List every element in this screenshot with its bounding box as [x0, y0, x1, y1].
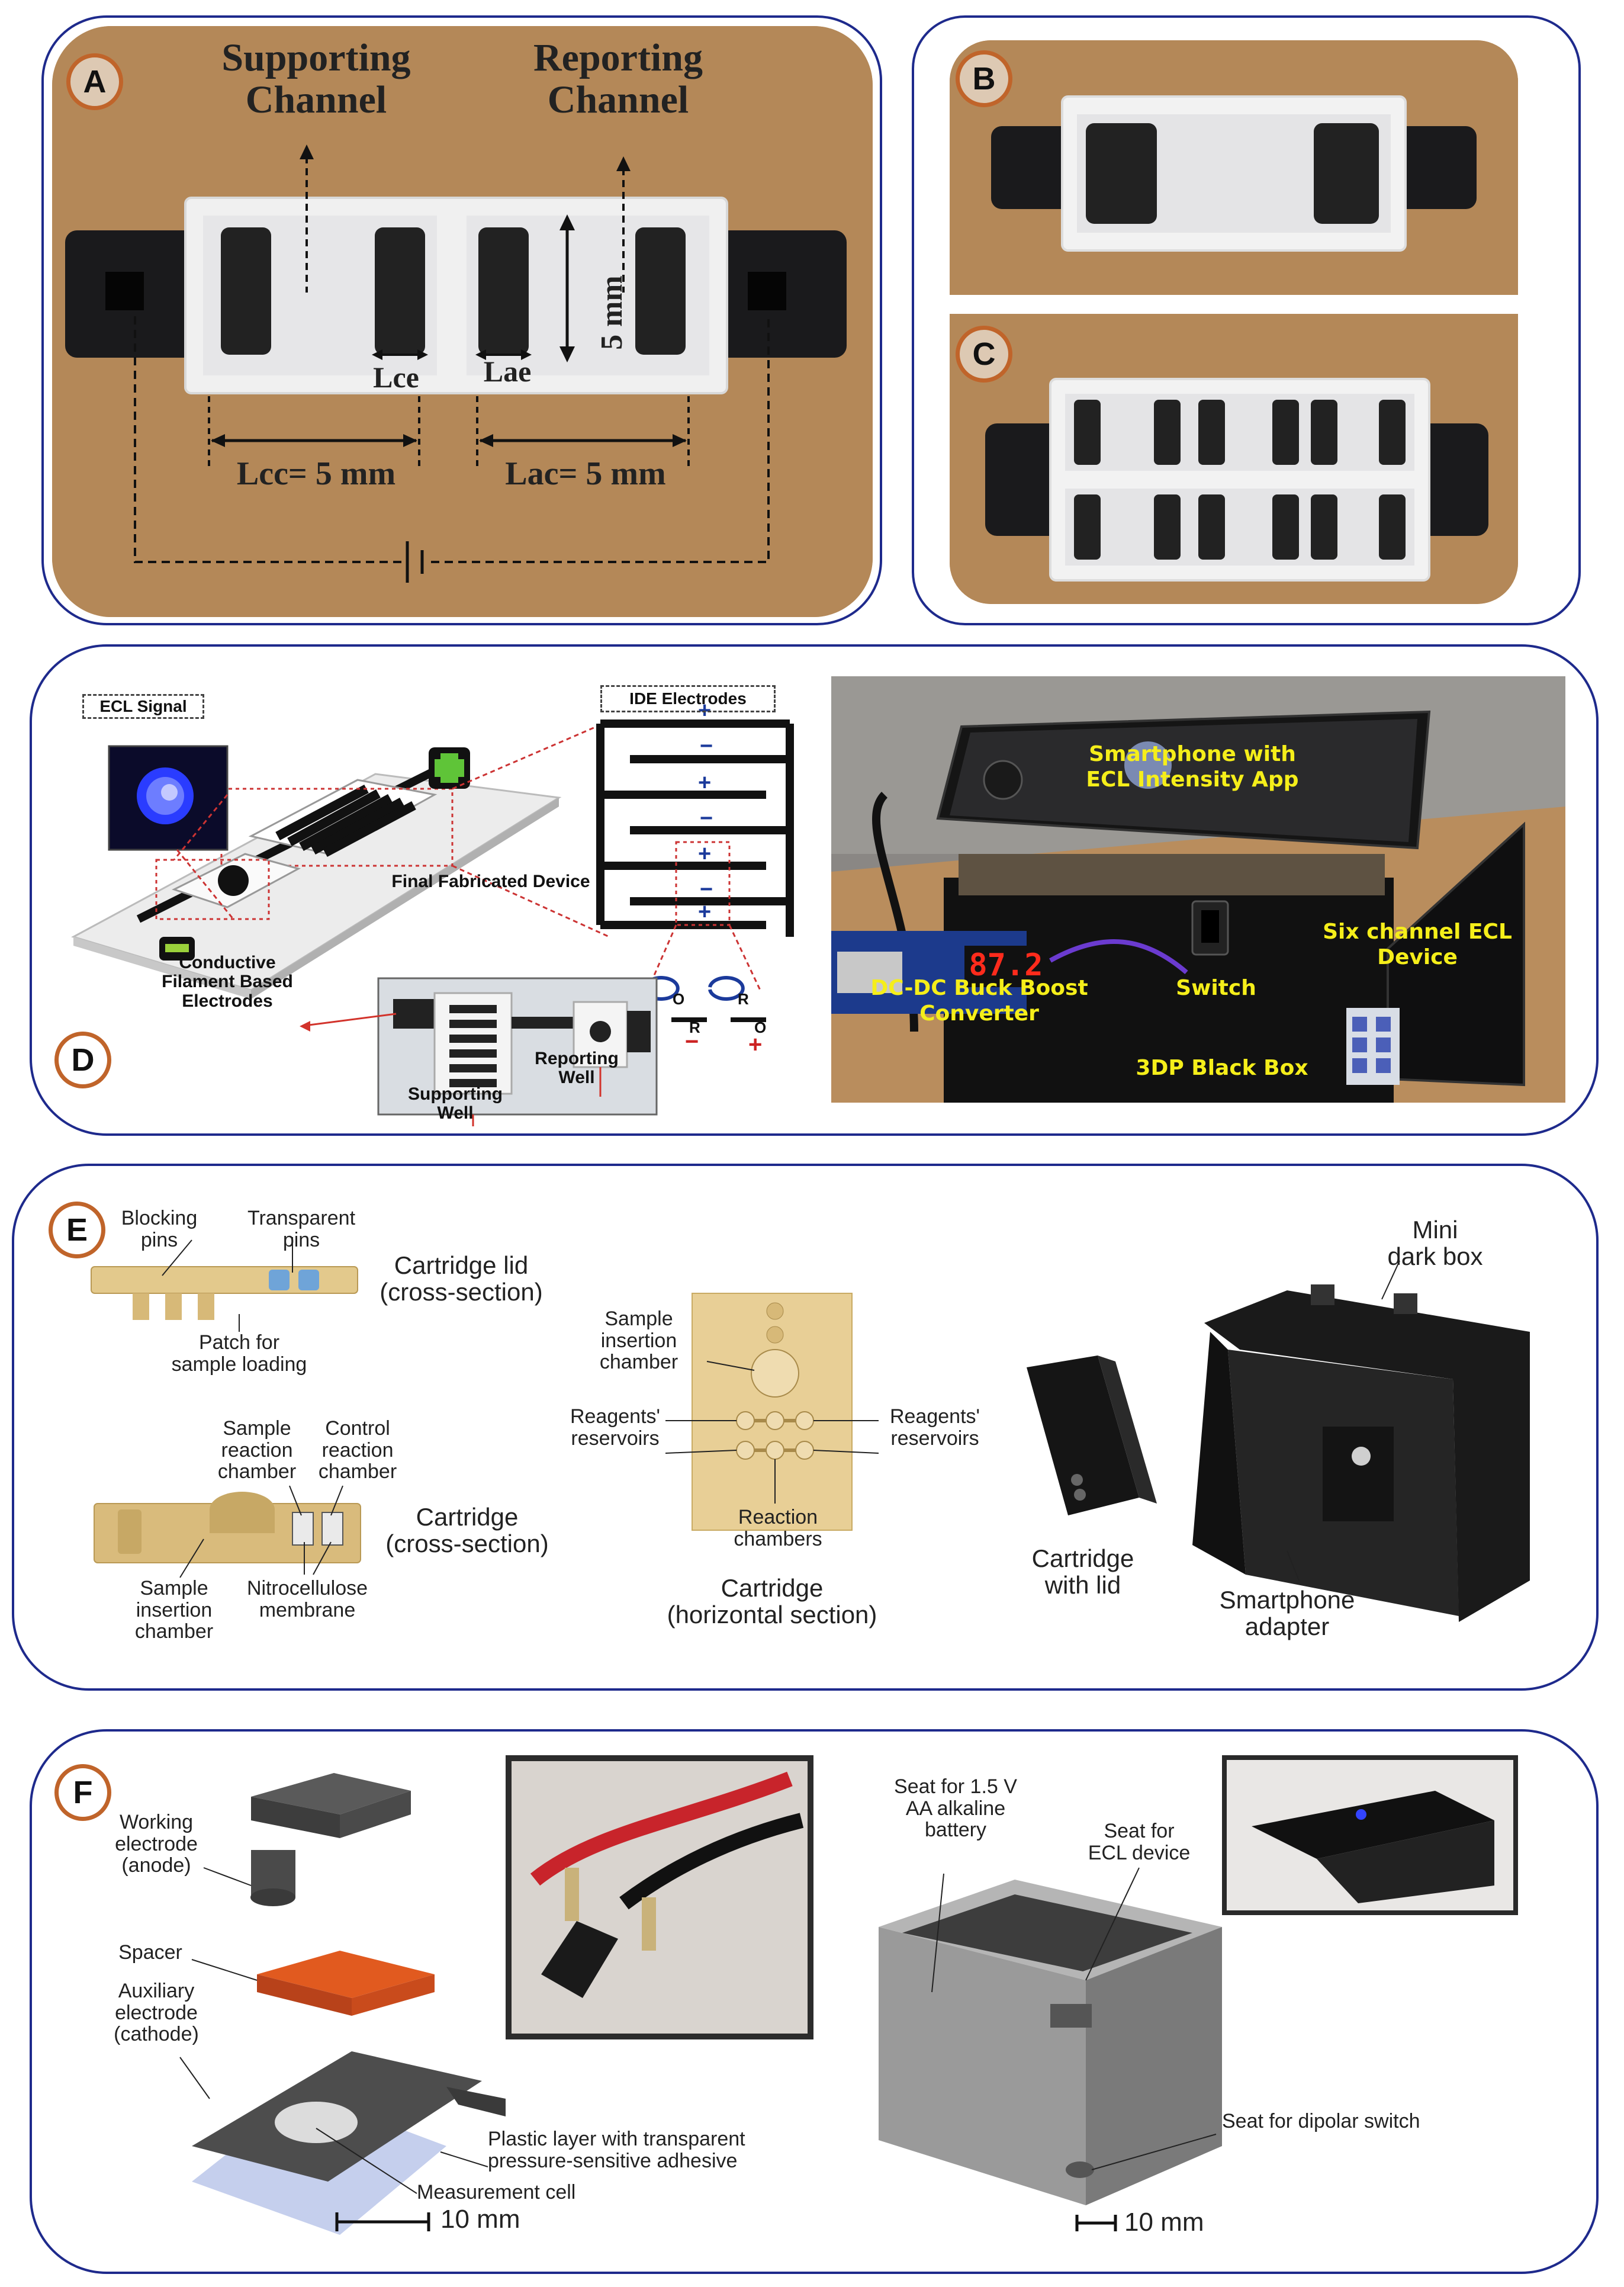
supporting-well-label: Supporting Well — [408, 1084, 503, 1123]
badge-b: B — [956, 50, 1012, 107]
badge-e: E — [49, 1202, 105, 1258]
lcc-label: Lcc= 5 mm — [236, 455, 396, 492]
switch-label: Switch — [1176, 976, 1256, 1000]
badge-a: A — [66, 53, 123, 110]
mini-dark-box-label: Mini dark box — [1387, 1216, 1483, 1271]
panel-a-photo-drawing — [52, 26, 873, 617]
patch-label: Patch for sample loading — [171, 1331, 307, 1376]
seat-battery-label: Seat for 1.5 V AA alkaline battery — [894, 1775, 1017, 1842]
or-left-r: R — [689, 1019, 700, 1036]
svg-text:−: − — [700, 877, 713, 902]
panel-c-photo-drawing — [950, 314, 1518, 604]
scale-right-label: 10 mm — [1124, 2208, 1204, 2237]
smartphone-label: Smartphone with ECL Intensity App — [1086, 742, 1299, 792]
smartphone-adapter-label: Smartphone adapter — [1219, 1586, 1355, 1641]
panel-b-photo-drawing — [950, 40, 1518, 295]
seat-switch-label: Seat for dipolar switch — [1222, 2110, 1420, 2132]
buck-display: 87.2 — [969, 947, 1043, 983]
measurement-cell-label: Measurement cell — [417, 2181, 576, 2204]
or-right-o: O — [754, 1019, 767, 1036]
svg-text:−: − — [700, 806, 713, 831]
conductive-electrodes-label: Conductive Filament Based Electrodes — [162, 953, 293, 1011]
transparent-pins-label: Transparent pins — [247, 1207, 356, 1251]
panel-f-drawings — [179, 1755, 1518, 2235]
setup-photo-drawing — [831, 676, 1565, 1103]
reagents-left-label: Reagents' reservoirs — [570, 1405, 661, 1450]
blocking-pins-label: Blocking pins — [121, 1207, 198, 1251]
panel-a-photo — [52, 26, 873, 617]
working-electrode-label: Working electrode (anode) — [115, 1811, 198, 1877]
seat-ecl-label: Seat for ECL device — [1088, 1820, 1191, 1864]
setup-photo: 87.2 Smartphone with ECL Intensity App D… — [831, 676, 1565, 1103]
buck-converter-label: DC-DC Buck Boost Converter — [870, 976, 1088, 1026]
svg-text:−: − — [685, 1029, 699, 1055]
six-channel-label: Six channel ECL Device — [1323, 920, 1512, 970]
cartridge-with-lid-label: Cartridge with lid — [1031, 1544, 1134, 1599]
or-left-o: O — [673, 990, 685, 1008]
panel-d: +− +− +− + +−+ — [30, 644, 1599, 1136]
panel-f: F Working electrode (anode) Spacer Auxil… — [30, 1729, 1599, 2274]
reporting-well-label: Reporting Well — [535, 1049, 619, 1088]
svg-text:−: − — [700, 734, 713, 759]
plastic-layer-label: Plastic layer with transparent pressure-… — [488, 2128, 745, 2172]
cartridge-cross-label: Cartridge (cross-section) — [385, 1503, 549, 1558]
height-5mm-label: 5 mm — [594, 275, 629, 350]
final-device-label: Final Fabricated Device — [391, 872, 590, 891]
panel-b-photo — [950, 40, 1518, 295]
panel-c-photo — [950, 314, 1518, 604]
black-box-label: 3DP Black Box — [1136, 1056, 1308, 1080]
cartridge-lid-label: Cartridge lid (cross-section) — [380, 1251, 543, 1306]
svg-text:+: + — [698, 900, 711, 924]
control-reaction-label: Control reaction chamber — [318, 1417, 397, 1483]
auxiliary-electrode-label: Auxiliary electrode (cathode) — [114, 1980, 199, 2046]
svg-text:+: + — [698, 841, 711, 866]
nitrocellulose-label: Nitrocellulose membrane — [246, 1577, 368, 1621]
cartridge-horizontal-label: Cartridge (horizontal section) — [667, 1574, 877, 1629]
supporting-channel-label: Supporting Channel — [221, 36, 411, 122]
panel-e: E Blocking pins Transparent pins Cartrid… — [12, 1164, 1599, 1691]
lce-label: Lce — [373, 361, 419, 394]
scale-left-label: 10 mm — [440, 2205, 520, 2234]
reporting-channel-label: Reporting Channel — [533, 36, 703, 122]
sample-insertion-bottom-label: Sample insertion chamber — [134, 1577, 214, 1643]
badge-c: C — [956, 326, 1012, 383]
ecl-device-schematic: +− +− +− + +−+ — [71, 698, 794, 1126]
spacer-label: Spacer — [118, 1941, 182, 1964]
panel-e-drawings — [91, 1237, 1530, 1622]
sample-insertion-label: Sample insertion chamber — [599, 1308, 678, 1374]
ide-electrodes-label: IDE Electrodes — [600, 685, 776, 712]
panel-bc: B C — [912, 15, 1581, 625]
badge-f: F — [54, 1764, 111, 1821]
svg-text:+: + — [698, 770, 711, 795]
or-right-r: R — [738, 990, 749, 1008]
svg-text:+: + — [748, 1032, 762, 1058]
reagents-right-label: Reagents' reservoirs — [889, 1405, 980, 1450]
panel-a: A Supporting Channel Reporting Channel 5… — [41, 15, 882, 625]
lac-label: Lac= 5 mm — [505, 455, 666, 492]
sample-reaction-label: Sample reaction chamber — [217, 1417, 297, 1483]
badge-d: D — [54, 1032, 111, 1088]
lae-label: Lae — [483, 355, 532, 388]
ecl-signal-label: ECL Signal — [82, 694, 204, 719]
reaction-chambers-label: Reaction chambers — [734, 1506, 822, 1550]
